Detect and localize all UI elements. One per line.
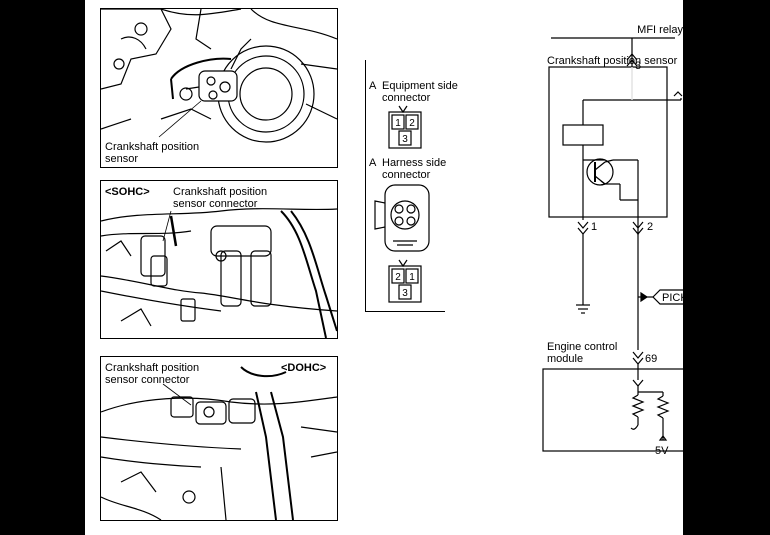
harness-pin-2: 2	[395, 272, 401, 283]
equipment-connector-title-line1: Equipment side	[382, 80, 458, 92]
harness-pin-1: 1	[409, 272, 415, 283]
harness-connector-title-line1: Harness side	[382, 157, 447, 169]
equipment-connector-diagram: 1 2 3	[388, 105, 422, 149]
equipment-pin-1: 1	[395, 118, 401, 129]
dohc-label-line1: Crankshaft position	[105, 362, 200, 374]
column-divider	[365, 60, 366, 312]
harness-pin-3: 3	[402, 288, 408, 299]
voltage-label: 5V	[655, 445, 669, 457]
harness-connector-title-line2: connector	[382, 169, 431, 181]
equipment-pin-2: 2	[409, 118, 415, 129]
harness-connector-letter: A	[369, 157, 377, 169]
sohc-tag: <SOHC>	[105, 186, 150, 198]
dohc-label-line2: sensor connector	[105, 374, 190, 386]
photo-dohc-panel: Crankshaft position sensor connector <DO…	[100, 356, 338, 521]
sensor-caption-line1: Crankshaft position	[105, 141, 200, 153]
ecm-box	[542, 368, 683, 452]
dohc-engine-illustration	[101, 366, 337, 520]
sohc-label-line2: sensor connector	[173, 198, 258, 210]
pin-relay-label: 3	[635, 60, 641, 72]
pin-2-label: 2	[647, 221, 653, 233]
sensor-box	[548, 66, 668, 218]
wiring-schematic: MFI relay Crankshaft position sensor 3 1…	[542, 24, 683, 457]
harness-connector-photo	[374, 184, 430, 252]
mfi-relay-label: MFI relay	[637, 24, 683, 36]
harness-connector-diagram: 2 1 3	[388, 259, 422, 303]
photo-sohc-panel: <SOHC> Crankshaft position sensor connec…	[100, 180, 338, 339]
sensor-title: Crankshaft position sensor	[547, 55, 678, 67]
sensor-illustration	[101, 9, 337, 143]
sensor-caption-line2: sensor	[105, 153, 139, 165]
dohc-tag: <DOHC>	[281, 362, 327, 374]
sohc-engine-illustration	[101, 208, 337, 338]
pickup-label: PICKUP	[662, 292, 683, 304]
manual-sheet: Crankshaft position sensor	[85, 0, 683, 535]
pickup-tag	[652, 289, 683, 305]
ecm-label-line2: module	[547, 353, 583, 365]
equipment-pin-3: 3	[402, 134, 408, 145]
ecm-label-line1: Engine control	[547, 341, 617, 353]
column-divider-bottom	[365, 311, 445, 312]
equipment-connector-letter: A	[369, 80, 377, 92]
photo-sensor-panel: Crankshaft position sensor	[100, 8, 338, 168]
equipment-connector-title-line2: connector	[382, 92, 431, 104]
pin-69-label: 69	[645, 353, 657, 365]
pin-1-label: 1	[591, 221, 597, 233]
sohc-label-line1: Crankshaft position	[173, 186, 268, 198]
